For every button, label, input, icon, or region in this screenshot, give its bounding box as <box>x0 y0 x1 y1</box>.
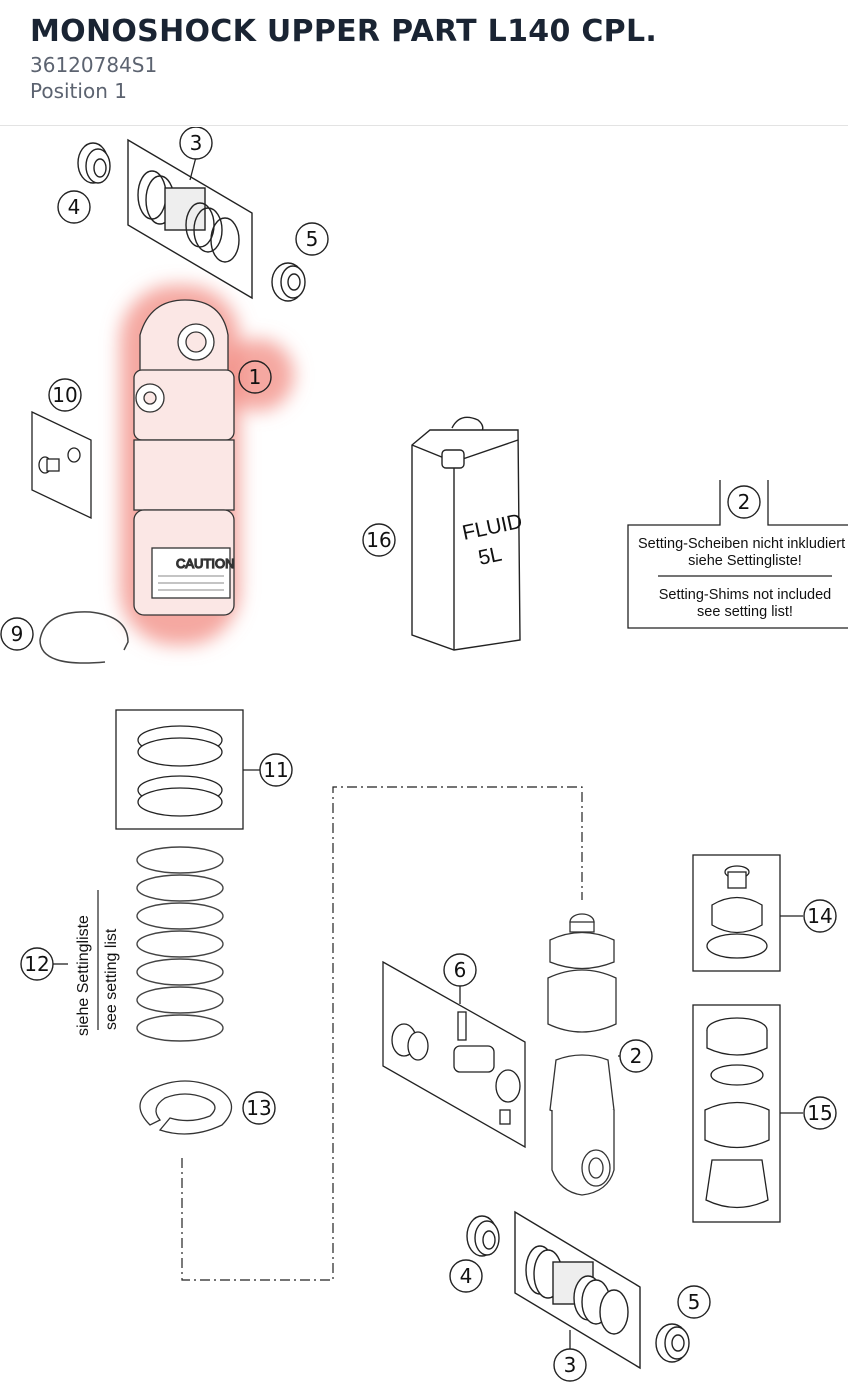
part-5-cap-bottom[interactable] <box>655 1323 690 1363</box>
spring-label-en: see setting list <box>103 928 120 1030</box>
callout-15[interactable]: 15 <box>803 1096 837 1130</box>
callout-9[interactable]: 9 <box>0 617 34 651</box>
part-4-cap-bottom[interactable] <box>466 1215 500 1257</box>
svg-text:12: 12 <box>24 952 49 976</box>
svg-text:4: 4 <box>68 195 81 219</box>
can-label-line2: 5L <box>476 543 504 570</box>
callout-6[interactable]: 6 <box>443 953 477 987</box>
callout-1[interactable]: 1 <box>238 360 272 394</box>
page-title: MONOSHOCK UPPER PART L140 CPL. <box>30 14 658 49</box>
svg-text:3: 3 <box>190 131 203 155</box>
part-11-adjuster-nuts[interactable] <box>115 709 244 830</box>
svg-text:15: 15 <box>807 1101 832 1125</box>
callout-16[interactable]: 16 <box>362 523 396 557</box>
svg-text:9: 9 <box>11 622 24 646</box>
svg-text:5: 5 <box>688 1290 701 1314</box>
svg-text:4: 4 <box>460 1264 473 1288</box>
part-6-valve-parts[interactable] <box>382 960 526 1149</box>
svg-text:11: 11 <box>263 758 288 782</box>
callout-11[interactable]: 11 <box>259 753 293 787</box>
note-de-line1: Setting-Scheiben nicht inkludiert <box>638 536 845 552</box>
part-10-valve[interactable] <box>31 410 92 520</box>
svg-text:5: 5 <box>306 227 319 251</box>
svg-text:3: 3 <box>564 1353 577 1377</box>
callout-3-top[interactable]: 3 <box>179 127 213 160</box>
part-12-spring[interactable] <box>136 846 224 1042</box>
callout-5-bottom[interactable]: 5 <box>677 1285 711 1319</box>
part-16-fluid-can[interactable]: FLUID 5L <box>411 416 524 651</box>
part-number: 36120784S1 <box>30 53 158 77</box>
svg-text:10: 10 <box>52 383 77 407</box>
exploded-parts-diagram: CAUTION FLUID 5L Setting-Scheiben nicht … <box>0 127 848 1382</box>
note-en-line2: see setting list! <box>697 604 793 620</box>
callout-2-note[interactable]: 2 <box>727 485 761 519</box>
spring-setting-label: siehe Settingliste see setting list <box>75 890 120 1036</box>
callout-12[interactable]: 12 <box>20 947 54 981</box>
svg-text:16: 16 <box>366 528 391 552</box>
part-3-seal-kit-top[interactable] <box>127 138 253 300</box>
note-de-line2: siehe Settingliste! <box>688 553 802 569</box>
spring-label-de: siehe Settingliste <box>75 915 92 1036</box>
part-1-shock-body[interactable]: CAUTION <box>133 299 235 616</box>
part-3-seal-kit-bottom[interactable] <box>514 1210 641 1370</box>
callout-4-bottom[interactable]: 4 <box>449 1259 483 1293</box>
page-header: MONOSHOCK UPPER PART L140 CPL. 36120784S… <box>0 0 848 126</box>
svg-text:13: 13 <box>246 1096 271 1120</box>
svg-text:1: 1 <box>249 365 262 389</box>
part-14-reservoir-cap[interactable] <box>692 854 781 972</box>
callout-5-top[interactable]: 5 <box>295 222 329 256</box>
setting-note: Setting-Scheiben nicht inkludiert siehe … <box>627 480 848 629</box>
note-en-line1: Setting-Shims not included <box>659 587 832 603</box>
svg-text:6: 6 <box>454 958 467 982</box>
part-9-circlip[interactable] <box>39 611 129 664</box>
callout-4-top[interactable]: 4 <box>57 190 91 224</box>
part-5-cap-top[interactable] <box>271 262 306 302</box>
callout-13[interactable]: 13 <box>242 1091 276 1125</box>
callout-10[interactable]: 10 <box>48 378 82 412</box>
position-label: Position 1 <box>30 79 127 103</box>
callout-3-bottom[interactable]: 3 <box>553 1348 587 1382</box>
assembly-connector-line <box>181 786 583 1281</box>
caution-label: CAUTION <box>176 556 235 571</box>
callout-14[interactable]: 14 <box>803 899 837 933</box>
callout-2-assembly[interactable]: 2 <box>619 1039 653 1073</box>
part-15-piston-set[interactable] <box>692 1004 781 1223</box>
svg-text:2: 2 <box>630 1044 643 1068</box>
part-4-cap-top[interactable] <box>77 142 111 184</box>
svg-text:14: 14 <box>807 904 832 928</box>
part-13-spring-seat[interactable] <box>139 1080 233 1135</box>
svg-text:2: 2 <box>738 490 751 514</box>
part-2-damper-assembly[interactable] <box>547 913 617 1196</box>
